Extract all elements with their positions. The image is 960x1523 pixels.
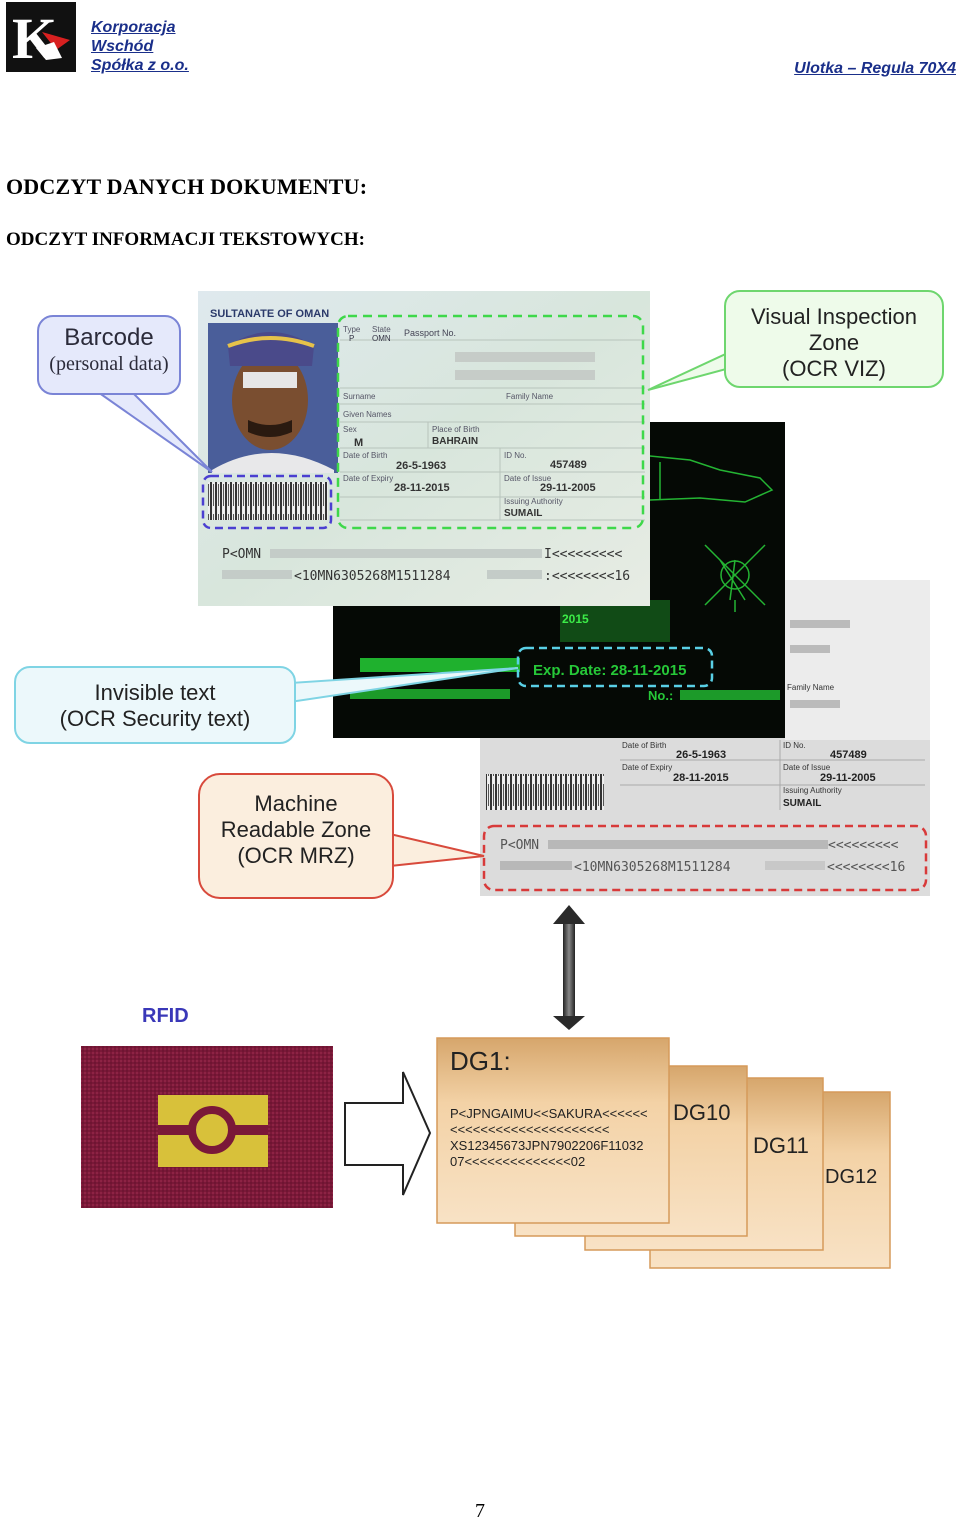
family-name-label: Family Name xyxy=(506,392,554,401)
viz-highlight-box xyxy=(336,314,645,530)
state-label: State xyxy=(372,325,391,334)
document-title: Ulotka – Regula 70X4 xyxy=(794,60,956,77)
double-arrow-icon xyxy=(553,905,585,1030)
company-logo: K xyxy=(6,2,76,72)
rfid-chip xyxy=(81,1046,333,1208)
uv-year: 2015 xyxy=(562,612,589,626)
type-value: P xyxy=(349,334,354,343)
barcode-callout-pointer xyxy=(91,389,213,473)
company-name-line1: Korporacja xyxy=(91,19,176,36)
dg1-title: DG1: xyxy=(450,1046,511,1076)
company-name: Korporacja Wschód Spółka z o.o. xyxy=(91,18,189,75)
second-mrz-line1-end: <<<<<<<<< xyxy=(828,838,899,853)
authority-value: SUMAIL xyxy=(504,508,542,519)
issue-value: 29-11-2005 xyxy=(540,482,596,494)
issue-label: Date of Issue xyxy=(504,474,552,483)
company-name-line3: Spółka z o.o. xyxy=(91,57,189,74)
expiry-label: Date of Expiry xyxy=(343,474,393,483)
given-names-label: Given Names xyxy=(343,410,391,419)
mrz-callout-line1: Machine xyxy=(254,791,338,816)
company-name-line2: Wschód xyxy=(91,38,154,55)
mrz-callout: Machine Readable Zone (OCR MRZ) xyxy=(198,773,394,899)
uv-no-label: No.: xyxy=(648,688,673,703)
mrz-line1-end: I<<<<<<<<< xyxy=(544,547,622,562)
id-no-value: 457489 xyxy=(550,459,587,471)
document-reading-figure: Date of Birth 26-5-1963 ID No. 457489 Da… xyxy=(81,291,930,1269)
dob-value: 26-5-1963 xyxy=(396,460,446,472)
mrz-highlight-box xyxy=(482,824,928,892)
invisible-text-callout: Invisible text (OCR Security text) xyxy=(14,666,296,744)
second-dob-value: 26-5-1963 xyxy=(676,749,726,761)
id-no-label: ID No. xyxy=(504,451,527,460)
viz-callout-line1: Visual Inspection xyxy=(751,304,917,329)
barcode-callout-title: Barcode xyxy=(64,324,154,351)
dg1-card xyxy=(436,1037,670,1224)
type-label: Type xyxy=(343,325,361,334)
second-dob-label: Date of Birth xyxy=(622,741,666,750)
second-barcode xyxy=(486,774,604,810)
uv-exp-date: Exp. Date: 28-11-2015 xyxy=(533,662,686,679)
sub-heading: ODCZYT INFORMACJI TEKSTOWYCH: xyxy=(6,229,365,250)
dob-label: Date of Birth xyxy=(343,451,387,460)
main-passport-scan: SULTANATE OF OMAN Type P State OMN Passp… xyxy=(198,291,650,606)
dg11-label: DG11 xyxy=(753,1133,809,1158)
mrz-callout-line2: Readable Zone xyxy=(220,817,372,842)
second-expiry-value: 28-11-2015 xyxy=(673,772,729,784)
surname-label: Surname xyxy=(343,392,376,401)
dg1-line3: XS12345673JPN7902206F11032 xyxy=(450,1138,643,1153)
dg1-line1: P<JPNGAIMU<<SAKURA<<<<<< xyxy=(450,1106,648,1121)
dg12-label: DG12 xyxy=(825,1166,877,1188)
sex-label: Sex xyxy=(343,425,357,434)
data-group-stack: DG12 DG11 DG10 DG1: P<JPNGAIMU<<SAKURA<<… xyxy=(436,1037,891,1269)
viz-callout-line3: (OCR VIZ) xyxy=(782,356,886,381)
passport-country: SULTANATE OF OMAN xyxy=(210,308,329,320)
passport-no-label: Passport No. xyxy=(404,328,456,338)
barcode-highlight-box xyxy=(201,474,333,530)
dg1-line4: 07<<<<<<<<<<<<<<02 xyxy=(450,1154,585,1169)
mrz-callout-line3: (OCR MRZ) xyxy=(237,843,355,868)
uv-highlight-box xyxy=(516,646,714,688)
mrz-line1: P<OMN xyxy=(222,547,261,562)
second-expiry-label: Date of Expiry xyxy=(622,763,672,772)
second-family-name-label: Family Name xyxy=(787,683,835,692)
invisible-callout-line1: Invisible text xyxy=(94,680,216,705)
mrz-line2-end: :<<<<<<<<16 xyxy=(544,569,630,584)
page-number: 7 xyxy=(475,1500,485,1522)
photo-redaction xyxy=(243,372,297,388)
place-of-birth-value: BAHRAIN xyxy=(432,436,478,447)
rfid-label: RFID xyxy=(142,1005,189,1027)
expiry-value: 28-11-2015 xyxy=(394,482,450,494)
barcode-callout: Barcode (personal data) xyxy=(37,315,181,395)
passport-barcode xyxy=(208,482,328,520)
sex-value: M xyxy=(354,437,363,449)
barcode-callout-subtitle: (personal data) xyxy=(49,353,169,375)
place-of-birth-label: Place of Birth xyxy=(432,425,480,434)
viz-callout-pointer xyxy=(647,350,731,391)
second-mrz-line1: P<OMN xyxy=(500,838,539,853)
second-issue-label: Date of Issue xyxy=(783,763,831,772)
mrz-callout-pointer xyxy=(389,832,485,868)
second-authority-value: SUMAIL xyxy=(783,798,821,809)
right-arrow-icon xyxy=(344,1071,432,1196)
viz-callout-line2: Zone xyxy=(808,330,860,355)
second-id-value: 457489 xyxy=(830,749,867,761)
mrz-line2: <10MN6305268M1511284 xyxy=(294,569,451,584)
passport-photo xyxy=(208,323,338,473)
second-mrz-line2-end: <<<<<<<<16 xyxy=(827,860,905,875)
second-id-label: ID No. xyxy=(783,741,806,750)
invisible-callout-line2: (OCR Security text) xyxy=(59,706,251,731)
authority-label: Issuing Authority xyxy=(504,497,563,506)
dg1-line2: <<<<<<<<<<<<<<<<<<<<< xyxy=(450,1122,609,1137)
viz-callout: Visual Inspection Zone (OCR VIZ) xyxy=(724,290,944,388)
second-mrz-line2: <10MN6305268M1511284 xyxy=(574,860,731,875)
state-value: OMN xyxy=(372,334,391,343)
second-issue-value: 29-11-2005 xyxy=(820,772,876,784)
main-heading: ODCZYT DANYCH DOKUMENTU: xyxy=(6,174,368,199)
second-authority-label: Issuing Authority xyxy=(783,786,842,795)
dg10-label: DG10 xyxy=(673,1100,730,1125)
